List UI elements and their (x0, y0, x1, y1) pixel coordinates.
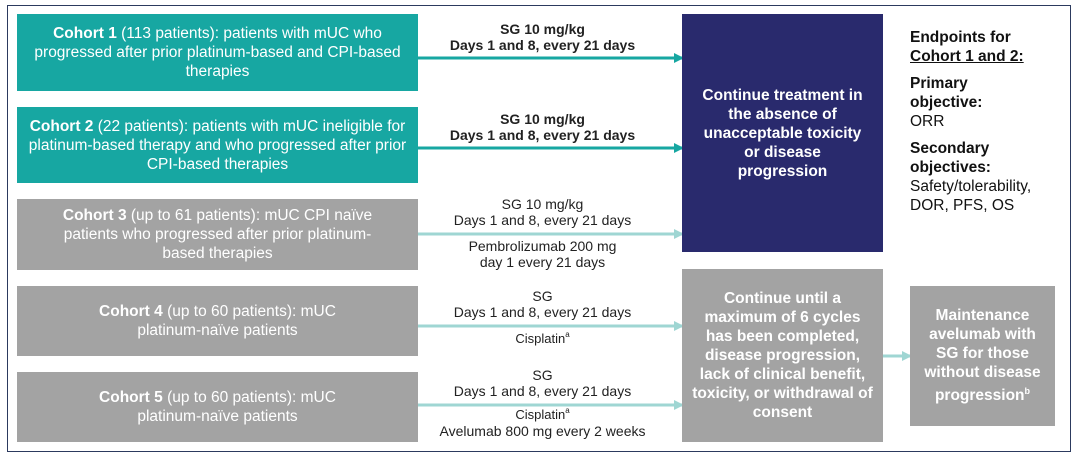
endpoints-heading: Endpoints for (910, 29, 1011, 46)
cohort-1-box: Cohort 1 (113 patients): patients with m… (17, 14, 418, 91)
primary-objective-value: ORR (910, 113, 945, 130)
cohort-1-title: Cohort 1 (53, 25, 117, 42)
secondary-objectives-label: Secondary objectives: (910, 140, 991, 176)
primary-objective-label: Primary objective: (910, 75, 983, 111)
regimen-cohort-4-combo: Cisplatina (515, 330, 570, 347)
cohort-2-detail: (22 patients): patients with mUC ineligi… (28, 117, 407, 173)
diagram-frame (7, 5, 1071, 452)
cohort-4-title: Cohort 4 (99, 303, 163, 320)
endpoints-panel: Endpoints for Cohort 1 and 2: Primary ob… (910, 28, 1070, 215)
cohort-3-box: Cohort 3 (up to 61 patients): mUC CPI na… (17, 199, 418, 270)
cohort-5-detail: (up to 60 patients): mUC platinum-naïve … (137, 389, 336, 425)
secondary-objectives-value: Safety/tolerability, DOR, PFS, OS (910, 178, 1032, 214)
cohort-5-title: Cohort 5 (99, 389, 163, 406)
cohort-1-detail: (113 patients): patients with mUC who pr… (34, 25, 401, 80)
cohort-5-box: Cohort 5 (up to 60 patients): mUC platin… (17, 372, 418, 442)
cohort-4-detail: (up to 60 patients): mUC platinum-naïve … (137, 303, 336, 339)
cohort-3-title: Cohort 3 (62, 207, 127, 224)
cohort-3-detail: (up to 61 patients): mUC CPI naïve patie… (63, 207, 373, 262)
cohort-4-box: Cohort 4 (up to 60 patients): mUC platin… (17, 286, 418, 356)
endpoints-heading-cohorts: Cohort 1 and 2: (910, 48, 1024, 65)
cohort-2-title: Cohort 2 (29, 117, 94, 135)
continue-until-box: Continue until a maximum of 6 cycles has… (682, 269, 883, 442)
maintenance-box: Maintenance avelumab with SG for those w… (910, 286, 1055, 426)
continue-treatment-box: Continue treatment in the absence of una… (682, 14, 883, 252)
regimen-cohort-5-combo: Cisplatina Avelumab 800 mg every 2 weeks (439, 406, 646, 440)
cohort-2-box: Cohort 2 (22 patients): patients with mU… (17, 107, 418, 183)
